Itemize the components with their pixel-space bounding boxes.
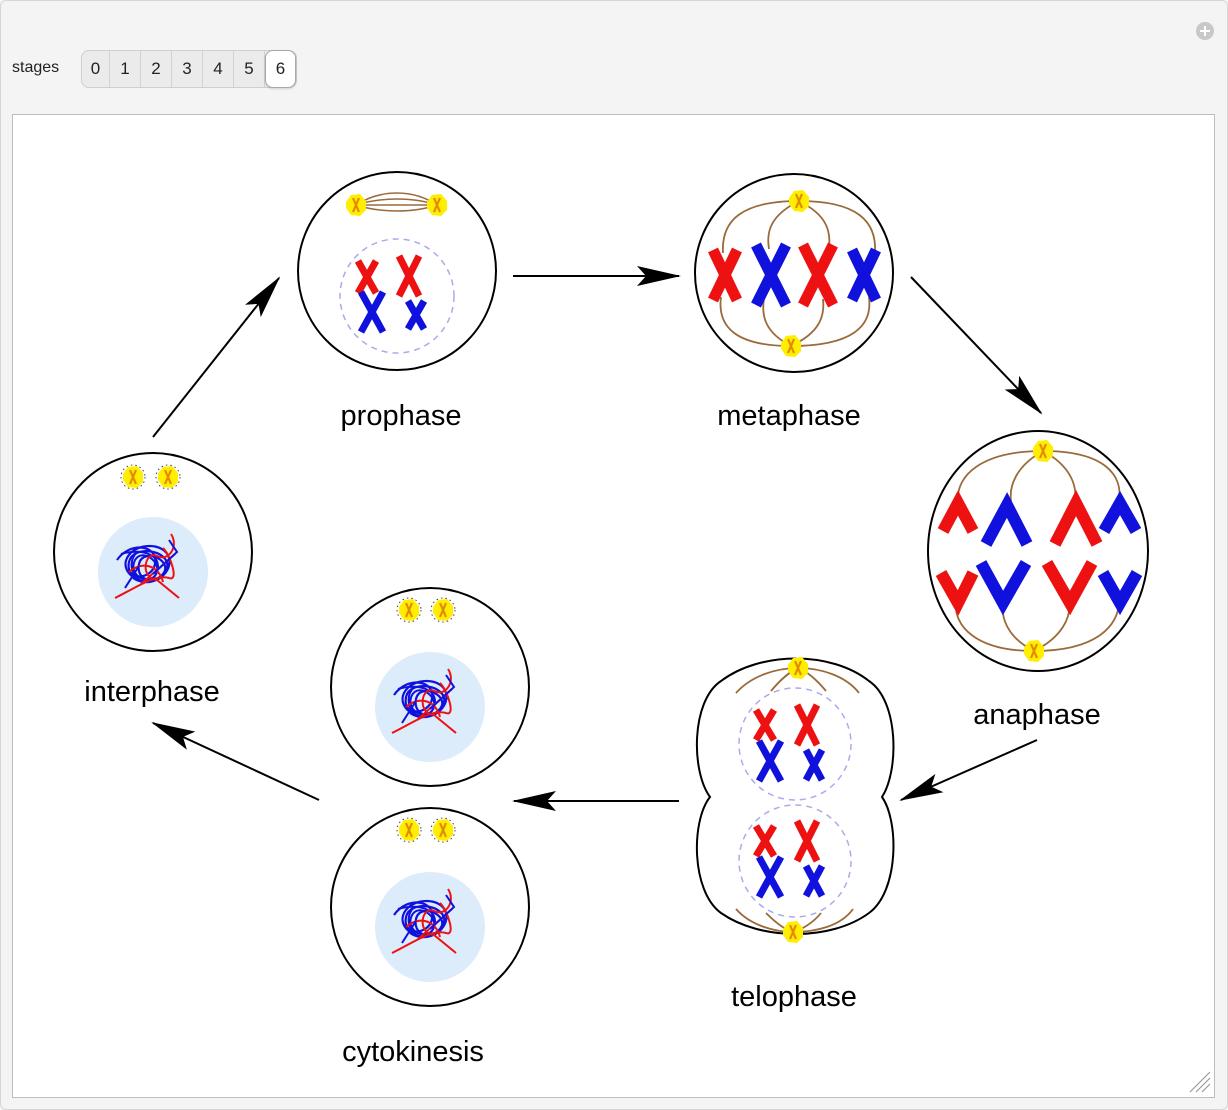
stages-selector[interactable]: 0 1 2 3 4 5 6 (81, 50, 297, 88)
mitosis-cycle-diagram: interphase prophase metaphase anaphase t… (53, 171, 1149, 1068)
arrow-anaphase-to-telophase (899, 739, 1038, 801)
prophase-cell (297, 171, 497, 371)
metaphase-cell (694, 173, 894, 373)
label-metaphase: metaphase (717, 400, 861, 432)
stage-option-3[interactable]: 3 (172, 51, 203, 87)
arrow-cytokinesis-to-interphase (151, 722, 320, 801)
stage-option-5[interactable]: 5 (234, 51, 265, 87)
interphase-cell (53, 452, 253, 652)
stage-option-0[interactable]: 0 (82, 51, 110, 87)
diagram-panel: interphase prophase metaphase anaphase t… (12, 114, 1215, 1098)
cytokinesis-upper-cell (330, 587, 530, 787)
stage-option-4[interactable]: 4 (203, 51, 234, 87)
options-plus-icon[interactable] (1196, 22, 1214, 40)
stages-label: stages (12, 59, 60, 76)
label-cytokinesis: cytokinesis (342, 1036, 484, 1068)
label-telophase: telophase (731, 981, 857, 1013)
arrow-metaphase-to-anaphase (910, 276, 1043, 415)
stage-option-1[interactable]: 1 (110, 51, 141, 87)
stage-option-2[interactable]: 2 (141, 51, 172, 87)
label-anaphase: anaphase (973, 699, 1100, 731)
stage-option-6[interactable]: 6 (265, 50, 296, 88)
resize-handle-icon[interactable] (1186, 1068, 1212, 1094)
label-prophase: prophase (341, 400, 462, 432)
label-interphase: interphase (84, 676, 219, 708)
cycle-arrows (151, 266, 1043, 811)
arrow-interphase-to-prophase (152, 276, 281, 438)
anaphase-cell (927, 430, 1149, 672)
telophase-cell (695, 655, 895, 945)
cytokinesis-lower-cell (330, 807, 530, 1007)
